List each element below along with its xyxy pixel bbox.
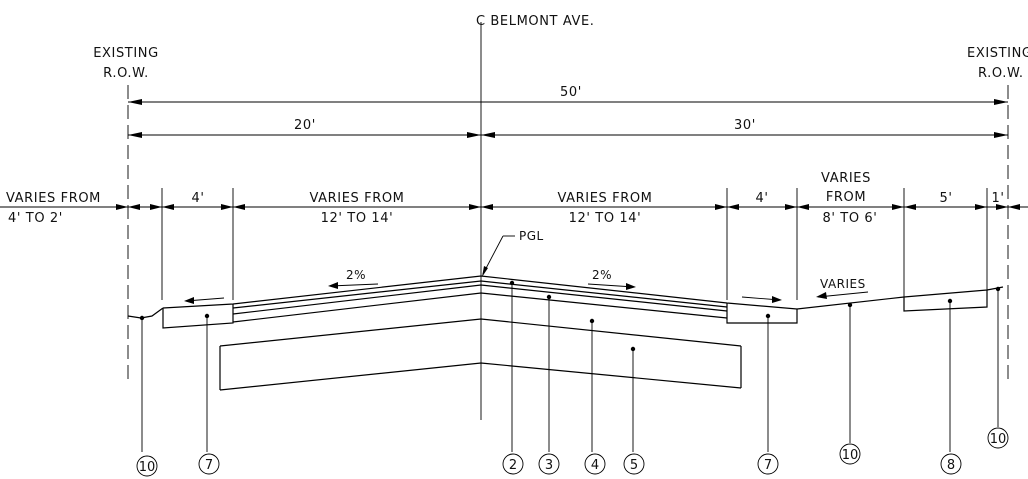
dim-50-arrow-left xyxy=(128,99,142,105)
row-left-line2: R.O.W. xyxy=(103,66,149,81)
dim-50-label: 50' xyxy=(560,85,582,100)
callout-label: 2 xyxy=(509,458,517,473)
dim-20-label: 20' xyxy=(294,118,316,133)
callout-10-left: 10 xyxy=(136,455,158,477)
pavement-section xyxy=(127,275,1004,391)
callout-5: 5 xyxy=(623,453,645,475)
seg-left-outer-1: VARIES FROM xyxy=(6,191,101,206)
dim-50-arrow-right xyxy=(994,99,1008,105)
callout-label: 8 xyxy=(947,458,955,473)
callout-label: 4 xyxy=(591,458,599,473)
callout-label: 7 xyxy=(205,458,213,473)
dim-20-arrow-right xyxy=(467,132,481,138)
callout-label: 7 xyxy=(764,458,772,473)
dim-30-arrow-left xyxy=(481,132,495,138)
callout-10-mid: 10 xyxy=(839,443,861,465)
dim-30-arrow-right xyxy=(994,132,1008,138)
callout-label: 5 xyxy=(630,458,638,473)
callout-label: 3 xyxy=(545,458,553,473)
row-right-line1: EXISTING xyxy=(967,46,1028,61)
callout-3: 3 xyxy=(538,453,560,475)
varies-label: VARIES xyxy=(820,277,866,291)
walk-right-arrow xyxy=(772,296,782,303)
callout-leaders xyxy=(139,280,1001,452)
centerline-title: C BELMONT AVE. xyxy=(476,14,595,29)
slope-left-label: 2% xyxy=(346,268,366,282)
seg-right-lane-1: VARIES FROM xyxy=(558,191,653,206)
walk-left-arrow xyxy=(184,297,194,304)
callout-7-left: 7 xyxy=(198,453,220,475)
pgl-arrow xyxy=(482,266,488,277)
callout-8: 8 xyxy=(940,453,962,475)
seg-right-1: 1' xyxy=(991,191,1004,206)
callout-label: 10 xyxy=(842,448,859,463)
seg-right-var-3: 8' TO 6' xyxy=(823,211,878,226)
row-right-line2: R.O.W. xyxy=(978,66,1024,81)
dim-20-arrow-left xyxy=(128,132,142,138)
pgl-label: PGL xyxy=(519,229,544,243)
row-left-line1: EXISTING xyxy=(93,46,159,61)
slope-right-arrow xyxy=(626,283,636,290)
callout-10-right: 10 xyxy=(987,427,1009,449)
seg-left-walk: 4' xyxy=(191,191,204,206)
seg-right-lane-2: 12' TO 14' xyxy=(569,211,642,226)
segment-arrows xyxy=(116,204,1020,210)
seg-right-walk: 4' xyxy=(755,191,768,206)
seg-right-var-1: VARIES xyxy=(821,171,871,186)
seg-right-5: 5' xyxy=(939,191,952,206)
seg-left-outer-2: 4' TO 2' xyxy=(8,211,63,226)
seg-right-var-2: FROM xyxy=(826,190,866,205)
varies-arrow xyxy=(816,292,827,299)
seg-left-lane-1: VARIES FROM xyxy=(310,191,405,206)
callout-4: 4 xyxy=(584,453,606,475)
slope-right-label: 2% xyxy=(592,268,612,282)
callout-label: 10 xyxy=(990,432,1007,447)
callout-2: 2 xyxy=(502,453,524,475)
callout-label: 10 xyxy=(139,460,156,475)
seg-left-lane-2: 12' TO 14' xyxy=(321,211,394,226)
dim-30-label: 30' xyxy=(734,118,756,133)
callout-7-right: 7 xyxy=(757,453,779,475)
slope-left-arrow xyxy=(328,282,338,289)
